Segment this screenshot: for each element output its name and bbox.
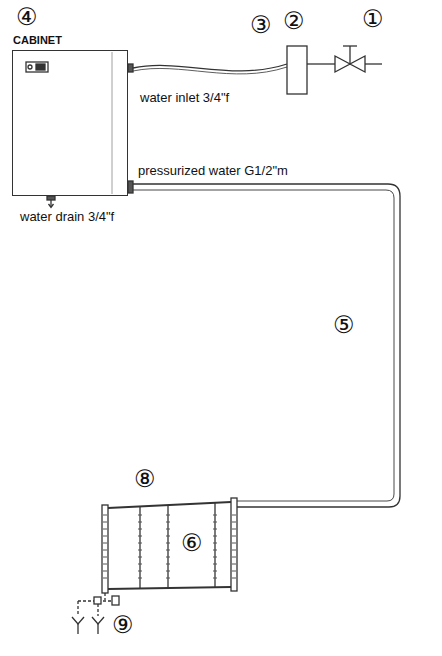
nozzle bbox=[103, 543, 107, 544]
nozzle bbox=[232, 529, 236, 530]
nozzle bbox=[166, 515, 170, 516]
cabinet-heading: CABINET bbox=[13, 34, 62, 47]
valve-handle bbox=[343, 45, 357, 46]
callout-number: ③ bbox=[250, 12, 272, 38]
display-screen bbox=[36, 64, 45, 70]
nozzle bbox=[232, 571, 236, 572]
nozzle bbox=[232, 515, 236, 516]
nozzle bbox=[103, 564, 107, 565]
nozzle bbox=[103, 550, 107, 551]
nozzle bbox=[103, 571, 107, 572]
inlet-fitting bbox=[128, 64, 133, 72]
connection-label: water inlet 3/4"f bbox=[140, 90, 229, 105]
inlet-hose bbox=[133, 64, 287, 71]
connection-label: water drain 3/4"f bbox=[20, 209, 114, 224]
drain-fitting bbox=[47, 196, 55, 200]
nozzle bbox=[232, 522, 236, 523]
callout-number: ⑨ bbox=[112, 612, 134, 638]
drain-valve bbox=[94, 597, 101, 604]
drain-line bbox=[97, 604, 98, 616]
nozzle bbox=[103, 578, 107, 579]
nozzle bbox=[138, 557, 142, 558]
drain-arrowhead bbox=[49, 204, 54, 208]
nozzle bbox=[166, 536, 170, 537]
cabinet-door-line bbox=[112, 52, 113, 194]
valve-body-right bbox=[350, 56, 365, 72]
nozzle bbox=[138, 522, 142, 523]
rack-manifold bbox=[214, 503, 215, 587]
drain-funnel-stem bbox=[97, 624, 98, 634]
nozzle bbox=[232, 564, 236, 565]
nozzle bbox=[166, 543, 170, 544]
nozzle bbox=[138, 550, 142, 551]
nozzle bbox=[213, 529, 217, 530]
rack-top-rail bbox=[108, 502, 231, 508]
drain-line bbox=[104, 593, 105, 600]
drain-funnel bbox=[92, 617, 104, 624]
inlet-hose-edge bbox=[133, 67, 287, 74]
nozzle bbox=[166, 571, 170, 572]
connection-label: pressurized water G1/2"m bbox=[138, 163, 288, 178]
nozzle bbox=[138, 564, 142, 565]
nozzle bbox=[103, 557, 107, 558]
nozzle bbox=[232, 536, 236, 537]
callout-number: ② bbox=[283, 8, 305, 34]
cabinet-display bbox=[26, 62, 48, 72]
supply-pipe bbox=[365, 63, 382, 64]
pressure-pipe-inner bbox=[133, 190, 394, 501]
rack-manifold bbox=[167, 505, 168, 588]
callout-number: ④ bbox=[16, 4, 38, 30]
rack-right-post bbox=[231, 498, 237, 591]
nozzle bbox=[103, 536, 107, 537]
nozzle bbox=[166, 529, 170, 530]
nozzle bbox=[138, 515, 142, 516]
drain-valve bbox=[112, 596, 119, 605]
nozzle bbox=[166, 557, 170, 558]
rack-manifold bbox=[139, 507, 140, 588]
nozzle bbox=[232, 557, 236, 558]
callout-number: ⑤ bbox=[333, 312, 355, 338]
nozzle bbox=[138, 543, 142, 544]
valve-stem bbox=[349, 46, 350, 64]
nozzle bbox=[232, 543, 236, 544]
nozzle bbox=[166, 564, 170, 565]
nozzle bbox=[213, 578, 217, 579]
filter-valve-pipe bbox=[307, 63, 335, 64]
outlet-fitting bbox=[128, 181, 133, 193]
callout-number: ① bbox=[362, 6, 384, 32]
nozzle bbox=[166, 550, 170, 551]
nozzle bbox=[232, 578, 236, 579]
nozzle bbox=[213, 557, 217, 558]
nozzle bbox=[213, 515, 217, 516]
nozzle bbox=[138, 578, 142, 579]
drain-funnel bbox=[72, 617, 84, 624]
rack-bottom-rail bbox=[108, 587, 231, 589]
nozzle bbox=[232, 550, 236, 551]
nozzle bbox=[166, 578, 170, 579]
nozzle bbox=[103, 529, 107, 530]
callout-number: ⑥ bbox=[181, 530, 203, 556]
rack-left-post bbox=[102, 505, 108, 593]
pressure-pipe bbox=[133, 184, 400, 507]
display-button bbox=[28, 65, 32, 69]
nozzle bbox=[213, 522, 217, 523]
nozzle bbox=[213, 536, 217, 537]
filter bbox=[287, 46, 307, 94]
callout-number: ⑧ bbox=[134, 466, 156, 492]
nozzle bbox=[103, 522, 107, 523]
nozzle bbox=[103, 515, 107, 516]
drain-funnel-stem bbox=[77, 624, 78, 634]
nozzle bbox=[138, 529, 142, 530]
nozzle bbox=[166, 522, 170, 523]
nozzle bbox=[138, 536, 142, 537]
cabinet-box: CABINET bbox=[12, 50, 128, 196]
valve-body-left bbox=[335, 56, 350, 72]
drain-line bbox=[77, 601, 78, 616]
nozzle bbox=[213, 571, 217, 572]
nozzle bbox=[213, 543, 217, 544]
nozzle bbox=[213, 550, 217, 551]
nozzle bbox=[138, 571, 142, 572]
nozzle bbox=[213, 564, 217, 565]
